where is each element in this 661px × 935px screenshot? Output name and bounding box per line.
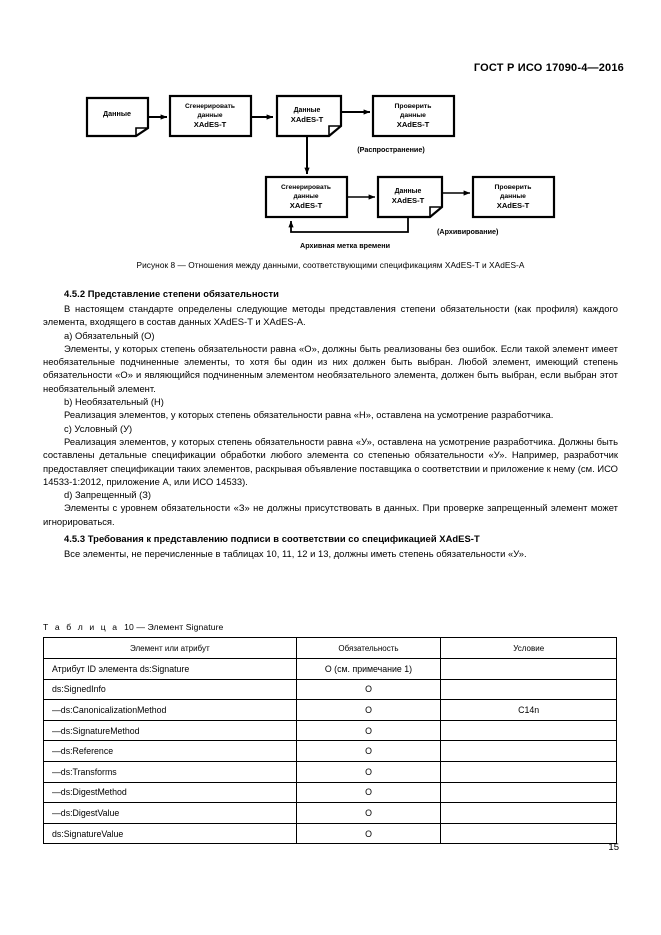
cell-condition [440,760,617,783]
list-item-a-title: a) Обязательный (О) [64,329,155,341]
cell-condition [440,781,617,804]
cell-element: —ds:Transforms [43,760,297,783]
cell-condition [440,740,617,762]
table-row: —ds:SignatureMethod О [43,719,617,742]
figure-box-label-line2: XAdES-T [291,115,324,124]
column-header-condition: Условие [440,637,617,659]
cell-obligation: О [295,781,442,804]
table-row: ds:SignatureValue О [43,822,617,845]
figure-8-svg: Данные Сгенерировать данные XAdES-T Данн… [85,94,556,250]
section-heading-4-5-2: 4.5.2 Представление степени обязательнос… [64,288,279,299]
figure-8-diagram: Данные Сгенерировать данные XAdES-T Данн… [0,92,661,252]
list-item-a-text: Элементы, у которых степень обязательнос… [43,342,618,394]
cell-obligation: О [295,822,442,845]
table-row: ds:SignedInfo О [43,678,617,701]
table-row: —ds:Transforms О [43,760,617,783]
figure-box-data-xades-r2: Данные XAdES-T [376,175,444,219]
document-header-standard-id: ГОСТ Р ИСО 17090-4—2016 [473,62,624,74]
figure-box-label-line2: данные [500,193,526,200]
column-header-obligation: Обязательность [295,637,442,659]
cell-element: —ds:Reference [43,740,297,762]
table-title-prefix: Т а б л и ц а [43,622,120,632]
cell-obligation: О (см. примечание 1) [295,658,442,680]
list-item-c-title: c) Условный (У) [64,422,133,434]
cell-element: ds:SignedInfo [43,678,297,701]
figure-box-label-line2: данные [197,112,222,119]
figure-box-generate-r2: Сгенерировать данные XAdES-T [264,175,349,219]
figure-box-label-line2: данные [293,193,318,200]
list-item-d-title: d) Запрещенный (З) [64,489,151,501]
cell-obligation: О [295,760,442,783]
section-heading-4-5-3: 4.5.3 Требования к представлению подписи… [64,533,480,545]
list-item-b-title: b) Необязательный (Н) [64,396,164,408]
table-body: Атрибут ID элемента ds:Signature О (см. … [43,658,617,845]
figure-box-label-line1: Данные [294,107,321,114]
figure-label-distribution: (Распространение) [357,145,425,154]
cell-condition [440,678,617,701]
figure-box-label-line1: Сгенерировать [281,184,331,191]
section-4-5-3-text: Все элементы, не перечисленные в таблица… [64,548,527,560]
cell-obligation: О [295,699,442,721]
cell-condition [440,658,617,680]
figure-arrow-feedback [288,217,409,233]
figure-box-label-line3: XAdES-T [194,120,227,129]
cell-element: —ds:SignatureMethod [43,719,297,742]
table-10-title: Т а б л и ц а 10 — Элемент Signature [43,622,223,632]
figure-box-label-line3: XAdES-T [290,201,323,210]
table-title-rest: 10 — Элемент Signature [124,622,224,632]
page-number: 15 [608,842,619,853]
table-row: —ds:CanonicalizationMethod О C14n [43,699,617,721]
cell-condition [440,802,617,824]
cell-obligation: О [295,740,442,762]
figure-box-generate-r1: Сгенерировать данные XAdES-T [168,94,253,138]
cell-condition: C14n [440,699,617,721]
figure-box-verify-r2: Проверить данные XAdES-T [471,175,556,219]
table-row: —ds:Reference О [43,740,617,762]
list-item-d-text: Элементы с уровнем обязательности «З» не… [43,502,618,527]
figure-box-label-line1: Данные [395,188,422,195]
figure-box-label-line2: XAdES-T [392,196,425,205]
figure-8-caption: Рисунок 8 — Отношения между данными, соо… [136,260,525,270]
figure-box-label-line3: XAdES-T [397,120,430,129]
list-item-c-text: Реализация элементов, у которых степень … [43,435,618,487]
section-4-5-2-intro: В настоящем стандарте определены следующ… [43,303,618,328]
cell-condition [440,719,617,742]
figure-box-label-line1: Сгенерировать [185,103,235,110]
cell-element: ds:SignatureValue [43,822,297,845]
cell-condition [440,822,617,845]
figure-box-data-xades-r1: Данные XAdES-T [275,94,343,138]
column-header-element: Элемент или атрибут [43,637,297,659]
figure-label-archiving: (Архивирование) [437,227,499,236]
table-10-signature-element: Элемент или атрибут Обязательность Услов… [43,637,617,845]
figure-box-verify-r1: Проверить данные XAdES-T [371,94,456,138]
body-content: 4.5.2 Представление степени обязательнос… [43,288,618,560]
table-row: —ds:DigestMethod О [43,781,617,804]
figure-box-label-line1: Проверить [395,103,432,110]
cell-element: —ds:DigestMethod [43,781,297,804]
table-header-row: Элемент или атрибут Обязательность Услов… [43,637,617,659]
cell-obligation: О [295,678,442,701]
figure-box-label-line3: XAdES-T [497,201,530,210]
cell-element: —ds:DigestValue [43,802,297,824]
table-row: —ds:DigestValue О [43,802,617,824]
figure-box-label-line2: данные [400,112,426,119]
cell-obligation: О [295,719,442,742]
figure-box-label-line1: Проверить [495,184,532,191]
cell-obligation: О [295,802,442,824]
figure-box-data-r1: Данные [85,96,150,138]
cell-element: —ds:CanonicalizationMethod [43,699,297,721]
cell-element: Атрибут ID элемента ds:Signature [43,658,297,680]
figure-box-label: Данные [103,109,131,118]
list-item-b-text: Реализация элементов, у которых степень … [64,409,554,421]
figure-label-archive-timestamp: Архивная метка времени [300,241,390,250]
table-row: Атрибут ID элемента ds:Signature О (см. … [43,658,617,680]
